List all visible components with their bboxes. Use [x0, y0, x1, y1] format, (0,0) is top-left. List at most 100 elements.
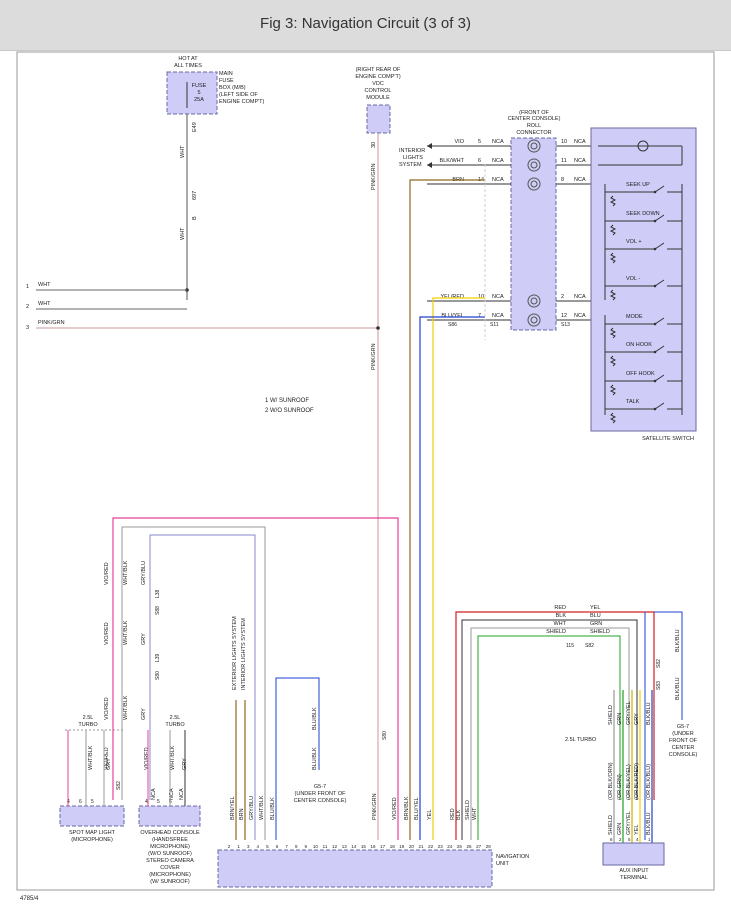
main-fuse-box: HOT AT ALL TIMES FUSE 5 25A MAIN FUSE BO… — [166, 56, 265, 240]
sat-button-label: ON HOOK — [626, 342, 652, 348]
overhead-name-line: STEREO CAMERA — [146, 858, 194, 864]
sat-resistor — [609, 412, 617, 424]
nav-pin: 5 — [266, 844, 269, 849]
ground-a-3: CENTER CONSOLE) — [294, 798, 347, 804]
harness-nca: NCA — [169, 788, 175, 800]
roll-coil — [527, 177, 541, 191]
sat-button-label: VOL + — [626, 239, 642, 245]
aux-pin: 6 — [610, 837, 613, 842]
roll-left-wire: YEL/RED — [440, 294, 464, 300]
harness-left — [112, 517, 399, 840]
gry-blu-wire — [149, 534, 256, 840]
aux-right-wire: BLU — [590, 613, 601, 619]
aux-pin: 5 — [628, 837, 631, 842]
aux-lower-wire: GRY — [634, 713, 640, 725]
sat-node — [653, 247, 657, 251]
ground-g57-a: G5-7 (UNDER FRONT OF CENTER CONSOLE) BLU… — [294, 707, 347, 804]
nav-wire-label: PINK/GRN — [372, 793, 378, 820]
satellite-switch: SATELLITE SWITCH — [590, 127, 697, 442]
nav-pin: 25 — [457, 844, 463, 849]
aux-name-1: AUX INPUT — [619, 868, 649, 874]
nav-pin: 4 — [257, 844, 260, 849]
roll-right-pin: 11 — [561, 158, 567, 164]
sat-resistor — [609, 327, 617, 339]
roll-code-3: S13 — [561, 322, 570, 328]
aux-alt-wire: (OR BLK/RED) — [634, 763, 640, 800]
harness-wire-label: GRY — [141, 633, 147, 645]
vdc-body — [366, 104, 391, 134]
nav-pin: 21 — [418, 844, 424, 849]
fuse-circuit-1: E49 — [192, 122, 198, 132]
satellite-switch-name: SATELLITE SWITCH — [642, 436, 694, 442]
aux-lower-wire: SHIELD — [608, 705, 614, 725]
lights-label-1: INTERIOR — [399, 148, 425, 154]
roll-coil-inner — [530, 316, 538, 324]
roll-name-2: CENTER CONSOLE) — [508, 116, 561, 122]
roll-left-nca: NCA — [492, 158, 504, 164]
harness-nca: NCA — [179, 788, 185, 800]
roll-left-nca: NCA — [492, 294, 504, 300]
roll-coil-inner — [530, 161, 538, 169]
overhead-text: OVERHEAD CONSOLE(HANDSFREEMICROPHONE)(W/… — [65, 729, 200, 885]
nav-pin: 24 — [447, 844, 453, 849]
sat-resistor — [609, 355, 617, 367]
vdc-wire-label: PINK/GRN — [371, 163, 377, 190]
roll-left-wire: BLU/YEL — [441, 313, 464, 319]
roll-coil-inner — [530, 297, 538, 305]
ground-b-1: G5-7 — [677, 724, 689, 730]
nav-pin: 11 — [323, 844, 328, 849]
aux-code: S82 — [656, 659, 662, 668]
nav-pin: 17 — [380, 844, 386, 849]
diagram-frame — [16, 51, 715, 891]
ref-2-wire: WHT — [38, 301, 51, 307]
nav-pin: 18 — [390, 844, 396, 849]
spot-map-name-2: (MICROPHONE) — [71, 837, 113, 843]
nav-pin: 1 — [237, 844, 240, 849]
aux-code: S82 — [585, 643, 594, 649]
ref-1: 1 — [26, 284, 29, 290]
harness-code: S82 — [116, 781, 122, 790]
harness-code: S80 — [382, 731, 388, 740]
roll-code-2: S11 — [490, 322, 499, 328]
figure-title: Fig 3: Navigation Circuit (3 of 3) — [260, 15, 471, 32]
roll-right-nca: NCA — [574, 294, 586, 300]
aux-alt-wire: (OR BLK/BLU) — [646, 764, 652, 800]
lights-label-2: LIGHTS — [403, 155, 423, 161]
nav-wire-label: BRN/YEL — [230, 796, 236, 820]
sat-button-label: SEEK UP — [626, 182, 650, 188]
nav-pin: 12 — [332, 844, 338, 849]
overhead-pin: 4 — [145, 799, 148, 805]
nav-wire-label: VIO/RED — [392, 797, 398, 820]
harness-wire-label: GRY — [106, 758, 112, 770]
fuse-circuit-2: 697 — [192, 191, 198, 200]
sat-resistor — [609, 252, 617, 264]
blu-blk-wire — [275, 677, 320, 840]
aux-alt-wire: (OR BLK/YEL) — [626, 764, 632, 800]
nav-pin: 26 — [466, 844, 472, 849]
roll-right-pin: 10 — [561, 139, 567, 145]
roll-left-pin: 5 — [478, 139, 481, 145]
sat-node — [653, 379, 657, 383]
sat-button-label: OFF HOOK — [626, 371, 655, 377]
overhead-name-line: (HANDSFREE — [152, 837, 188, 843]
harness-wire-label: VIO/RED — [104, 562, 110, 585]
aux-bottom-wire: GRY/YEL — [626, 811, 632, 835]
aux-bottom-wire: YEL — [634, 825, 640, 835]
roll-body — [510, 137, 557, 331]
red-wire — [455, 611, 655, 840]
overhead-body — [138, 805, 201, 827]
nav-wire-label: WHT/BLK — [259, 795, 265, 820]
aux-bottom-wire: BLK/BLU — [646, 812, 652, 835]
aux-alt-wire: (OR BLK/ORN) — [608, 762, 614, 800]
nav-wire-label: BLU/BLK — [270, 797, 276, 820]
nav-wire-label: GRY/BLU — [249, 796, 255, 820]
nav-wire-label: BRN/BLK — [404, 796, 410, 820]
roll-name-4: CONNECTOR — [516, 130, 551, 136]
roll-right-nca: NCA — [574, 313, 586, 319]
fuse-caption-1: HOT AT — [178, 56, 198, 62]
harness-code: S80 — [155, 671, 161, 680]
spot-map-name-1: SPOT MAP LIGHT — [69, 830, 116, 836]
fuse-wire-1: WHT — [180, 145, 186, 158]
aux-lower-wire: GRY/YEL — [626, 701, 632, 725]
sat-switch — [654, 185, 665, 193]
